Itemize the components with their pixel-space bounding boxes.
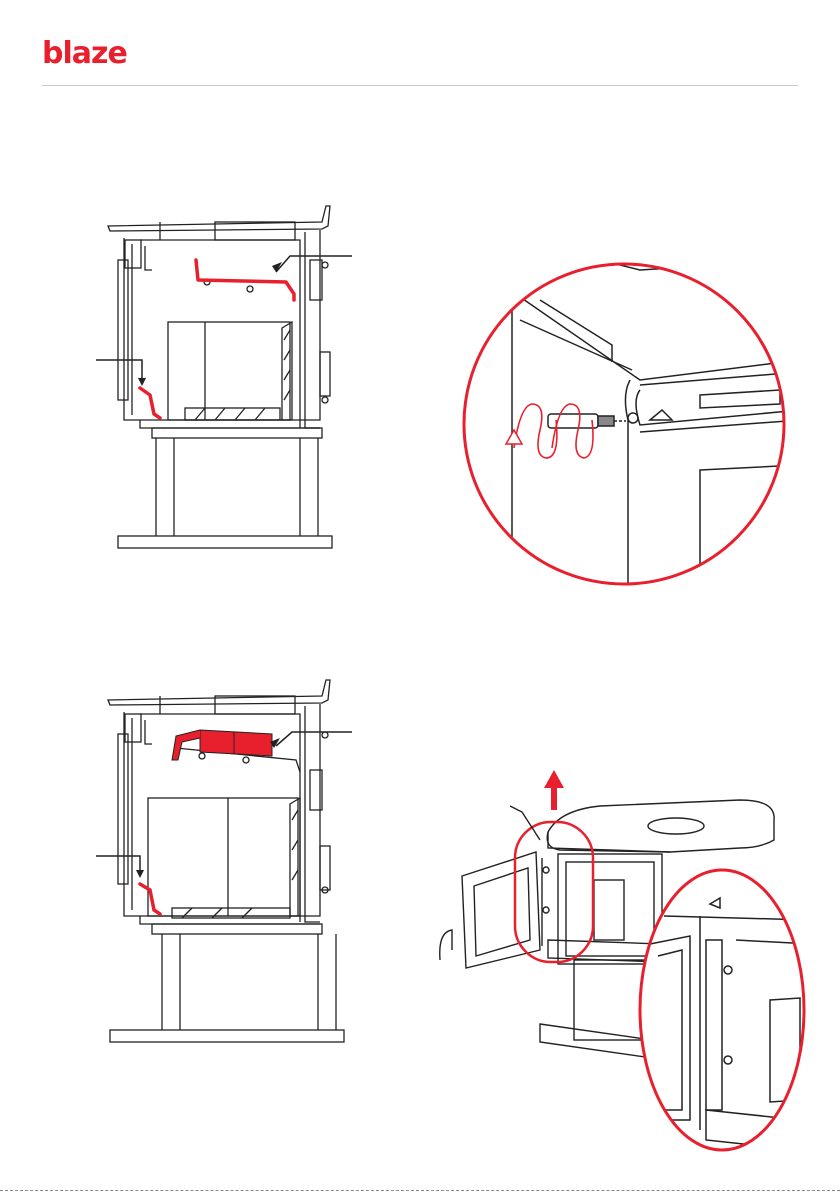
magnified-hinge-detail <box>620 850 820 1170</box>
lift-arrow <box>544 770 564 810</box>
callout-arrows-top <box>96 256 352 382</box>
unscrew-arrow <box>514 404 593 458</box>
baffle-highlight-bottom <box>140 730 272 914</box>
baffle-highlight-top <box>140 260 294 418</box>
